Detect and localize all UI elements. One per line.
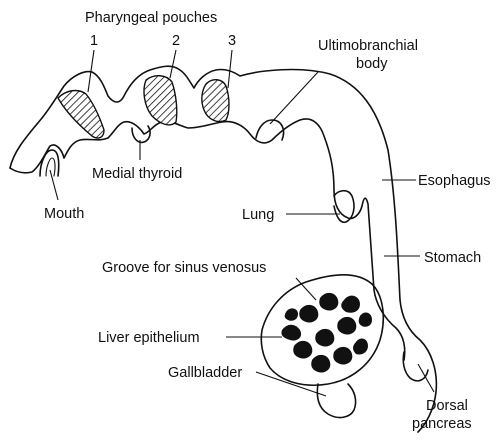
leader-groove [295,277,317,301]
title-pharyngeal-pouches: Pharyngeal pouches [85,10,217,26]
label-dorsal-1: Dorsal [426,398,468,414]
foregut-lower-outline [9,118,406,361]
pouch-number-3: 3 [228,33,236,49]
ultimobranchial-body-shape [255,119,285,141]
mouth-inner [45,157,56,177]
pouch-2-hatched [143,75,178,126]
leader-mouth [49,169,59,201]
label-gallbladder: Gallbladder [168,365,242,381]
label-mouth: Mouth [44,206,84,222]
label-esophagus: Esophagus [418,173,491,189]
leader-pouch-1 [87,49,95,93]
leader-dorsal-pancreas [417,363,435,393]
label-groove-sinus-venosus: Groove for sinus venosus [102,260,266,276]
label-lung: Lung [242,207,274,223]
pouch-number-1: 1 [90,33,98,49]
label-liver-epithelium: Liver epithelium [98,330,200,346]
pouch-number-2: 2 [172,33,180,49]
label-medial-thyroid: Medial thyroid [92,166,182,182]
medial-thyroid-bud [131,125,151,144]
dorsal-pancreas-bud [402,351,429,382]
label-dorsal-2: pancreas [412,416,472,432]
foregut-upper-outline [9,65,438,433]
pouch-1-hatched [57,89,105,139]
label-ultimobranchial-1: Ultimobranchial [318,38,418,54]
label-ultimobranchial-2: body [356,56,388,72]
leader-pouch-3 [227,49,233,89]
liver-outline [260,273,385,387]
leader-ultimobranchial [269,71,319,125]
liver-epithelium-texture [281,292,372,373]
lung-bud [333,189,355,224]
leader-gallbladder [255,371,327,397]
mouth-opening [39,149,60,177]
gallbladder-shape [316,383,357,419]
leader-pouch-2 [169,49,177,79]
label-stomach: Stomach [424,250,481,266]
pouch-3-hatched [201,79,230,123]
